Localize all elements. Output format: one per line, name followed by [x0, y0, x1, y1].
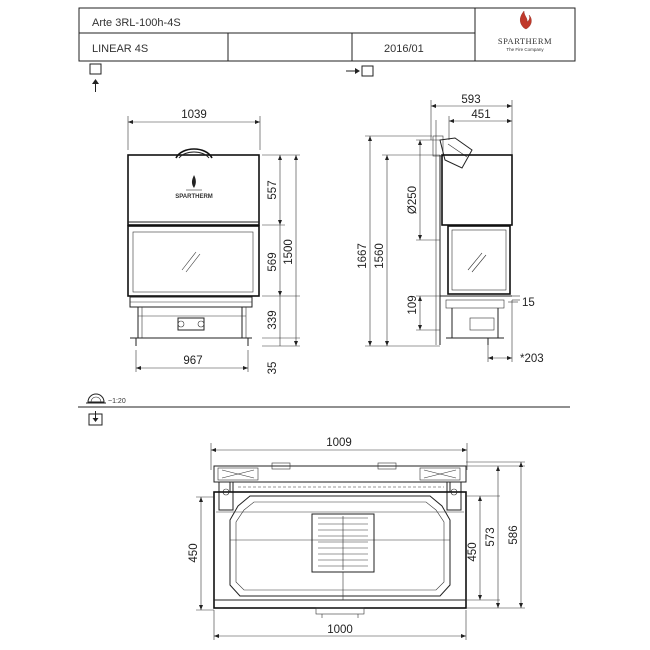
title-block: Arte 3RL-100h-4S LINEAR 4S 2016/01 SPART…: [78, 7, 576, 62]
dim-front-width-bottom: 967: [183, 355, 202, 367]
brand-name: SPARTHERM: [498, 36, 552, 46]
spartherm-logo: SPARTHERM The Fire Company: [498, 10, 552, 52]
view-top-icon: [88, 411, 103, 426]
dim-plan-width-top: 1009: [326, 437, 352, 449]
variant-name: LINEAR 4S: [92, 43, 148, 55]
dim-front-width-top: 1039: [181, 109, 207, 121]
flame-icon: [520, 10, 532, 30]
dim-side-total-inner: 1560: [374, 243, 386, 269]
dim-side-offset-15: 15: [522, 297, 535, 309]
dim-plan-depth-573: 573: [485, 527, 497, 546]
stove-badge: SPARTHERM: [175, 175, 213, 200]
dim-front-upper-height: 557: [267, 180, 279, 199]
front-view: 1039 SPARTHERM: [127, 109, 300, 375]
dim-front-foot-height: 35: [267, 362, 279, 375]
dim-front-base-height: 339: [267, 310, 279, 329]
drawing-date: 2016/01: [384, 43, 424, 55]
dim-plan-width-bottom: 1000: [327, 624, 353, 636]
dim-side-flue-diameter: Ø250: [407, 186, 419, 214]
dim-front-total-height: 1500: [283, 239, 295, 265]
scale-icon: [86, 393, 106, 404]
dim-plan-depth-left: 450: [188, 543, 200, 562]
dim-side-foot-depth: *203: [520, 353, 544, 365]
dim-side-depth-inner: 451: [471, 109, 490, 121]
brand-tagline: The Fire Company: [506, 47, 544, 52]
dim-plan-depth-586: 586: [508, 525, 520, 544]
dim-side-total-outer: 1667: [357, 243, 369, 269]
view-side-icon: [346, 65, 374, 77]
scale-label: ~1:20: [108, 398, 126, 405]
side-view: 593 451 Ø250 109: [357, 94, 544, 365]
view-front-icon: [89, 63, 102, 92]
dim-side-109: 109: [407, 295, 419, 314]
plan-view: 1009: [188, 437, 525, 640]
dim-side-depth-outer: 593: [461, 94, 480, 106]
dim-front-door-height: 569: [267, 252, 279, 271]
stove-badge-text: SPARTHERM: [175, 194, 213, 200]
dim-plan-depth-inner-right: 450: [467, 542, 479, 561]
model-name: Arte 3RL-100h-4S: [92, 17, 181, 29]
